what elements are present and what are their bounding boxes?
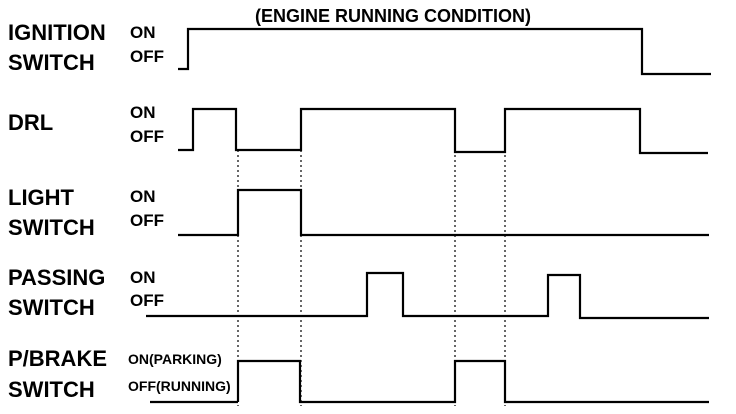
drl-waveform xyxy=(178,107,708,155)
passing-switch-label-line-1: PASSING xyxy=(8,265,105,290)
p-brake-switch-waveform xyxy=(236,359,709,404)
p-brake-switch-on-label: ON(PARKING) xyxy=(128,351,222,367)
passing-switch-waveform xyxy=(146,271,709,320)
light-switch-off-label: OFF xyxy=(130,211,164,230)
ignition-switch-off-label: OFF xyxy=(130,47,164,66)
light-switch-waveform xyxy=(178,188,709,237)
diagram-header: (ENGINE RUNNING CONDITION) xyxy=(255,6,531,26)
p-brake-switch-label-line-1: P/BRAKE xyxy=(8,346,107,371)
light-switch-on-label: ON xyxy=(130,187,156,206)
passing-switch-label-line-2: SWITCH xyxy=(8,295,95,320)
ignition-switch-waveform xyxy=(178,27,711,76)
drl-on-label: ON xyxy=(130,103,156,122)
passing-switch-off-label: OFF xyxy=(130,291,164,310)
light-switch-label-line-1: LIGHT xyxy=(8,185,75,210)
passing-switch-on-label: ON xyxy=(130,268,156,287)
ignition-switch-label-line-2: SWITCH xyxy=(8,50,95,75)
ignition-switch-label-line-1: IGNITION xyxy=(8,20,106,45)
light-switch-label-line-2: SWITCH xyxy=(8,215,95,240)
drl-label: DRL xyxy=(8,110,53,135)
ignition-switch-on-label: ON xyxy=(130,23,156,42)
drl-off-label: OFF xyxy=(130,127,164,146)
p-brake-switch-off-label: OFF(RUNNING) xyxy=(128,378,231,394)
p-brake-switch-label-line-2: SWITCH xyxy=(8,377,95,402)
